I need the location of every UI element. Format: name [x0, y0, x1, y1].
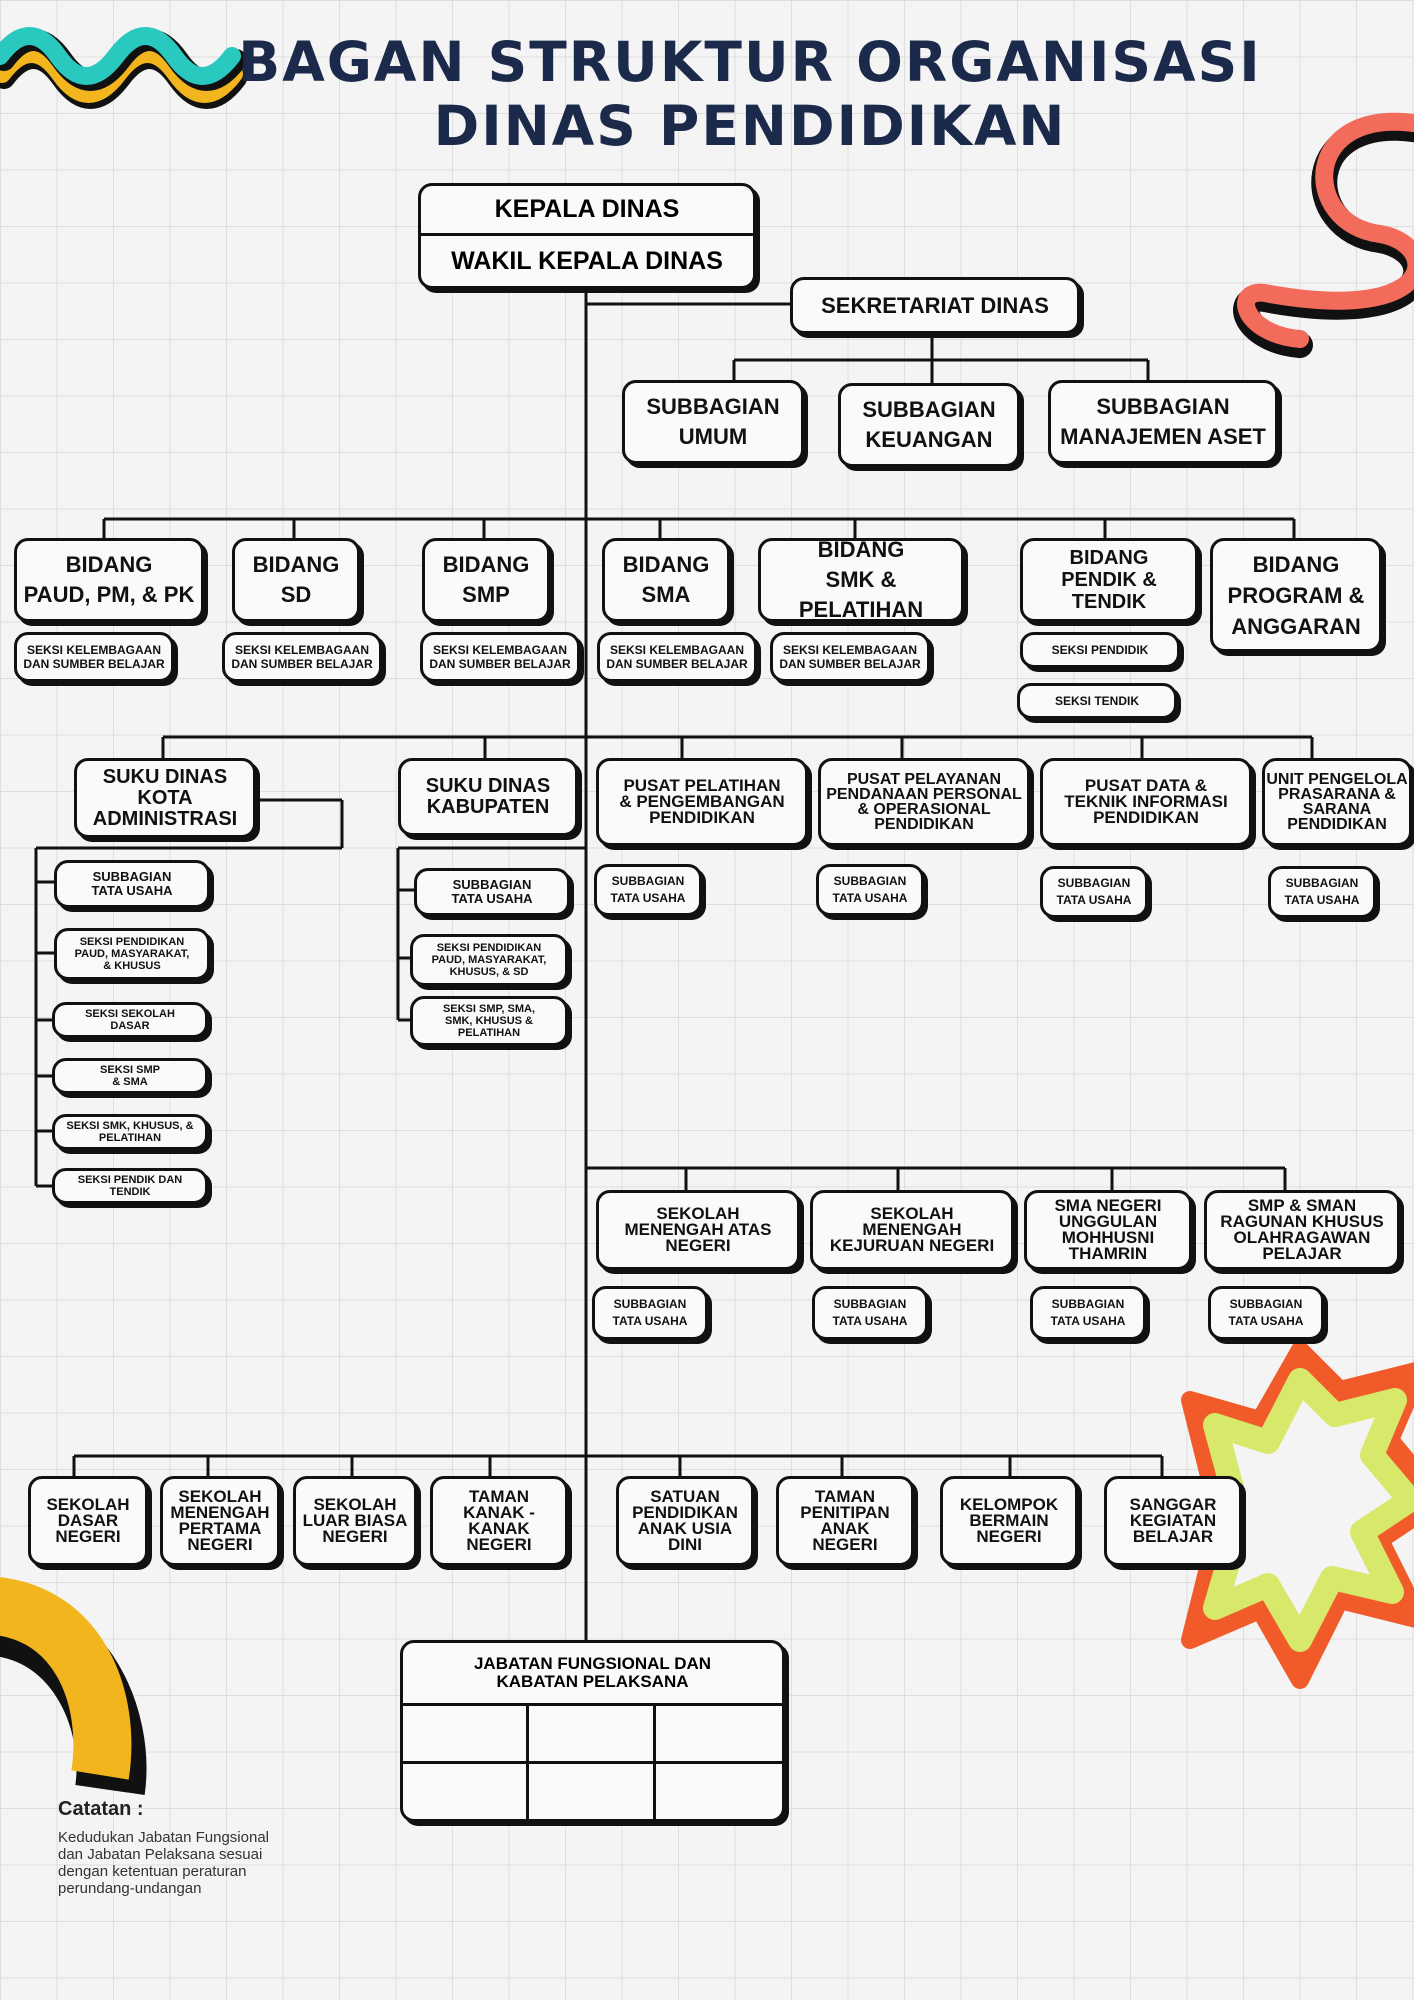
page-title: BAGAN STRUKTUR ORGANISASI DINAS PENDIDIK… [0, 30, 1414, 158]
pusat-pelayanan-subbagian: SUBBAGIAN TATA USAHA [816, 864, 924, 916]
bidang-pendik-tendik: BIDANG PENDIK & TENDIK [1020, 538, 1198, 622]
seksi-paud-kelembagaan: SEKSI KELEMBAGAAN DAN SUMBER BELAJAR [14, 632, 174, 682]
catatan-heading: Catatan : [58, 1798, 144, 1820]
sekretariat-dinas: SEKRETARIAT DINAS [790, 277, 1080, 334]
smkn-subbagian: SUBBAGIAN TATA USAHA [812, 1286, 928, 1340]
kota-seksi-paud: SEKSI PENDIDIKAN PAUD, MASYARAKAT, & KHU… [54, 928, 210, 980]
bidang-sd: BIDANG SD [232, 538, 360, 622]
pusat-data: PUSAT DATA & TEKNIK INFORMASI PENDIDIKAN [1040, 758, 1252, 846]
kota-seksi-sd: SEKSI SEKOLAH DASAR [52, 1002, 208, 1038]
bidang-program-anggaran: BIDANG PROGRAM & ANGGARAN [1210, 538, 1382, 652]
pusat-pelayanan: PUSAT PELAYANAN PENDANAAN PERSONAL & OPE… [818, 758, 1030, 846]
paud: SATUAN PENDIDIKAN ANAK USIA DINI [616, 1476, 754, 1566]
taman-penitipan-anak: TAMAN PENITIPAN ANAK NEGERI [776, 1476, 914, 1566]
kab-subbagian-tata-usaha: SUBBAGIAN TATA USAHA [414, 868, 570, 916]
sman: SEKOLAH MENENGAH ATAS NEGERI [596, 1190, 800, 1270]
smp-sman-ragunan: SMP & SMAN RAGUNAN KHUSUS OLAHRAGAWAN PE… [1204, 1190, 1400, 1270]
catatan-text: Kedudukan Jabatan Fungsional dan Jabatan… [58, 1829, 269, 1897]
jabatan-fungsional-grid [403, 1706, 782, 1819]
seksi-smp-kelembagaan: SEKSI KELEMBAGAAN DAN SUMBER BELAJAR [420, 632, 580, 682]
suku-dinas-kabupaten: SUKU DINAS KABUPATEN [398, 758, 578, 836]
ragunan-subbagian: SUBBAGIAN TATA USAHA [1208, 1286, 1324, 1340]
bidang-smp: BIDANG SMP [422, 538, 550, 622]
kota-subbagian-tata-usaha: SUBBAGIAN TATA USAHA [54, 860, 210, 908]
title-line-2: DINAS PENDIDIKAN [433, 94, 1067, 158]
squiggle-decoration [1233, 112, 1414, 358]
jf-cell [403, 1706, 530, 1764]
mht-subbagian: SUBBAGIAN TATA USAHA [1030, 1286, 1146, 1340]
title-line-1: BAGAN STRUKTUR ORGANISASI [238, 30, 1262, 94]
catatan-note: Catatan : Kedudukan Jabatan Fungsional d… [58, 1798, 358, 1897]
jf-cell [529, 1706, 656, 1764]
subbagian-keuangan: SUBBAGIAN KEUANGAN [838, 383, 1020, 467]
bidang-sma: BIDANG SMA [602, 538, 730, 622]
kab-seksi-smp-sma-smk: SEKSI SMP, SMA, SMK, KHUSUS & PELATIHAN [410, 996, 568, 1046]
jf-cell [655, 1706, 782, 1764]
jf-cell [403, 1764, 530, 1819]
bidang-paud: BIDANG PAUD, PM, & PK [14, 538, 204, 622]
jf-cell [529, 1764, 656, 1819]
pusat-pelatihan-subbagian: SUBBAGIAN TATA USAHA [594, 864, 702, 916]
tk-negeri: TAMAN KANAK - KANAK NEGERI [430, 1476, 568, 1566]
wakil-kepala-dinas: WAKIL KEPALA DINAS [451, 246, 723, 275]
jabatan-fungsional-header: JABATAN FUNGSIONAL DAN KABATAN PELAKSANA [403, 1643, 782, 1706]
upps-subbagian: SUBBAGIAN TATA USAHA [1268, 866, 1376, 918]
sman-subbagian: SUBBAGIAN TATA USAHA [592, 1286, 708, 1340]
seksi-smk-kelembagaan: SEKSI KELEMBAGAAN DAN SUMBER BELAJAR [770, 632, 930, 682]
smp-negeri: SEKOLAH MENENGAH PERTAMA NEGERI [160, 1476, 280, 1566]
sanggar-kegiatan-belajar: SANGGAR KEGIATAN BELAJAR [1104, 1476, 1242, 1566]
arc-decoration [0, 1577, 147, 1795]
sekolah-dasar-negeri: SEKOLAH DASAR NEGERI [28, 1476, 148, 1566]
sman-mh-thamrin: SMA NEGERI UNGGULAN MOHHUSNI THAMRIN [1024, 1190, 1192, 1270]
seksi-sma-kelembagaan: SEKSI KELEMBAGAAN DAN SUMBER BELAJAR [597, 632, 757, 682]
burst-decoration [1141, 1341, 1414, 1689]
subbagian-umum: SUBBAGIAN UMUM [622, 380, 804, 464]
slb-negeri: SEKOLAH LUAR BIASA NEGERI [293, 1476, 417, 1566]
suku-dinas-kota: SUKU DINAS KOTA ADMINISTRASI [74, 758, 256, 838]
pusat-data-subbagian: SUBBAGIAN TATA USAHA [1040, 866, 1148, 918]
kelompok-bermain: KELOMPOK BERMAIN NEGERI [940, 1476, 1078, 1566]
kota-seksi-smp-sma: SEKSI SMP & SMA [52, 1058, 208, 1094]
jabatan-fungsional-table: JABATAN FUNGSIONAL DAN KABATAN PELAKSANA [400, 1640, 785, 1822]
bidang-smk: BIDANG SMK & PELATIHAN [758, 538, 964, 622]
wave-decoration [0, 27, 247, 109]
kepala-wakil-box: KEPALA DINAS WAKIL KEPALA DINAS [418, 183, 756, 289]
kab-seksi-paud-sd: SEKSI PENDIDIKAN PAUD, MASYARAKAT, KHUSU… [410, 934, 568, 986]
pusat-pelatihan: PUSAT PELATIHAN & PENGEMBANGAN PENDIDIKA… [596, 758, 808, 846]
kota-seksi-smk: SEKSI SMK, KHUSUS, & PELATIHAN [52, 1114, 208, 1150]
unit-pengelola-prasarana: UNIT PENGELOLA PRASARANA & SARANA PENDID… [1262, 758, 1412, 846]
seksi-pendidik: SEKSI PENDIDIK [1020, 632, 1180, 668]
kota-seksi-pendik-tendik: SEKSI PENDIK DAN TENDIK [52, 1168, 208, 1204]
seksi-sd-kelembagaan: SEKSI KELEMBAGAAN DAN SUMBER BELAJAR [222, 632, 382, 682]
kepala-dinas: KEPALA DINAS [421, 186, 753, 236]
smkn: SEKOLAH MENENGAH KEJURUAN NEGERI [810, 1190, 1014, 1270]
jf-cell [656, 1764, 782, 1819]
subbagian-manajemen-aset: SUBBAGIAN MANAJEMEN ASET [1048, 380, 1278, 464]
seksi-tendik: SEKSI TENDIK [1017, 683, 1177, 719]
